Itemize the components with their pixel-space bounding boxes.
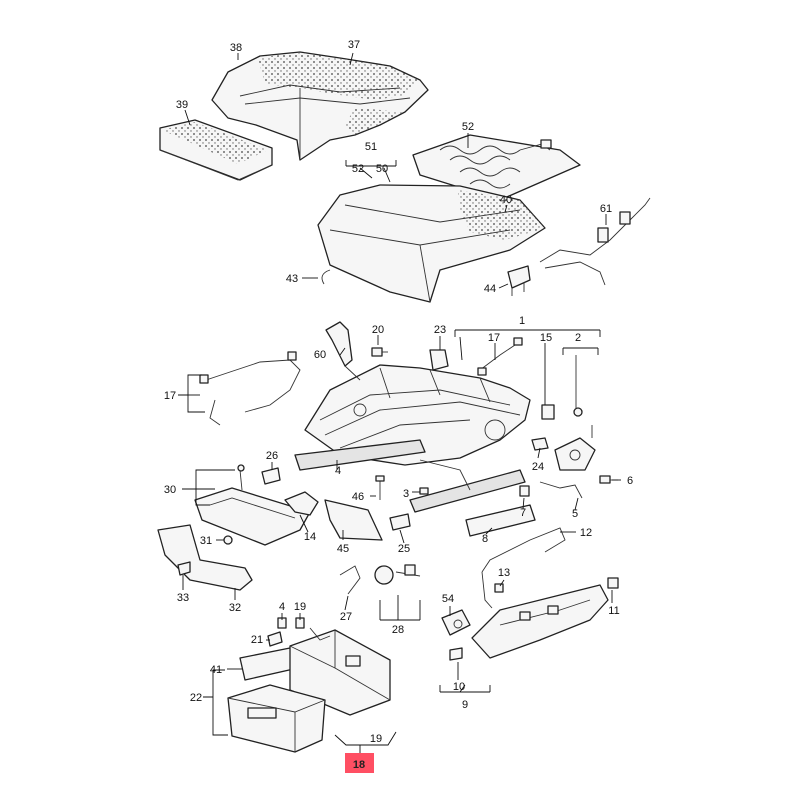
callout-52-mat: 52 — [462, 121, 474, 133]
callout-8: 8 — [482, 533, 488, 545]
callout-23: 23 — [434, 324, 446, 336]
callout-43: 43 — [286, 273, 298, 285]
callout-25: 25 — [398, 543, 410, 555]
part-5-lever — [539, 481, 583, 499]
callout-7: 7 — [520, 507, 526, 519]
callout-4-low: 4 — [279, 601, 285, 613]
part-61-wiring-harness — [539, 197, 651, 286]
callout-22: 22 — [190, 692, 202, 704]
part-45-cover — [324, 499, 383, 541]
callout-30: 30 — [164, 484, 176, 496]
callout-31: 31 — [200, 535, 212, 547]
callout-18: 18 — [353, 759, 365, 771]
part-38-37-cushion-cover — [211, 51, 429, 161]
part-24-mechanism — [531, 437, 596, 471]
callout-12: 12 — [580, 527, 592, 539]
part-39-cushion-insert — [159, 119, 273, 181]
callout-51: 51 — [365, 141, 377, 153]
part-12-handle — [481, 527, 566, 609]
part-23-clip — [429, 349, 449, 371]
callout-20: 20 — [372, 324, 384, 336]
part-27-bracket — [339, 565, 361, 595]
part-14-cover — [284, 491, 319, 516]
part-46-screw — [375, 475, 385, 500]
callout-17-top: 17 — [488, 332, 500, 344]
part-11-screw — [607, 577, 619, 589]
part-15-stop — [541, 404, 555, 420]
part-52-heating-mat — [412, 134, 581, 201]
part-32-trim — [157, 524, 253, 591]
part-44-bracket — [507, 265, 531, 296]
part-9-side-panel — [471, 584, 609, 659]
callout-54: 54 — [442, 593, 454, 605]
part-20-screw — [371, 347, 388, 357]
part-26-clip — [261, 467, 281, 485]
callout-41: 41 — [210, 664, 222, 676]
callout-14: 14 — [304, 531, 316, 543]
part-6-screw — [599, 475, 618, 484]
callout-4-mid: 4 — [335, 465, 341, 477]
part-54-motor — [441, 609, 471, 636]
callout-labels: 38 37 39 52 51 52 50 40 61 43 44 20 23 1… — [164, 39, 633, 745]
part-33-clip — [177, 561, 191, 576]
callout-28: 28 — [392, 624, 404, 636]
callout-11: 11 — [608, 605, 619, 617]
callout-61: 61 — [600, 203, 612, 215]
part-25-clip — [389, 513, 411, 531]
callout-26: 26 — [266, 450, 278, 462]
callout-10: 10 — [453, 681, 465, 693]
callout-45: 45 — [337, 543, 349, 555]
callout-24: 24 — [532, 461, 544, 473]
part-13-screw — [494, 583, 504, 593]
part-60-belt-buckle — [325, 321, 361, 381]
part-30-tray — [194, 464, 311, 546]
callout-39: 39 — [176, 99, 188, 111]
callout-15: 15 — [540, 332, 552, 344]
callout-33: 33 — [177, 592, 189, 604]
part-7-cap — [519, 485, 530, 497]
callout-19-top: 19 — [294, 601, 306, 613]
callout-19-bottom: 19 — [370, 733, 382, 745]
part-8-side-trim — [465, 504, 536, 537]
callout-13: 13 — [498, 567, 510, 579]
callout-3: 3 — [403, 488, 409, 500]
callout-21: 21 — [251, 634, 263, 646]
callout-50: 50 — [376, 163, 388, 175]
part-28-pump — [374, 564, 421, 585]
part-43-clip — [321, 269, 331, 285]
part-3-screw — [419, 487, 429, 495]
part-17-cables — [199, 337, 523, 426]
callout-52: 52 — [352, 163, 364, 175]
part-22-drawer — [227, 684, 326, 753]
callout-37: 37 — [348, 39, 360, 51]
callout-18-highlight[interactable]: 18 — [345, 753, 374, 773]
part-50-seat-cushion — [317, 184, 546, 303]
leader-lines — [178, 52, 621, 755]
callout-6: 6 — [627, 475, 633, 487]
part-41-pad — [239, 647, 299, 681]
callout-46: 46 — [352, 491, 364, 503]
callout-40: 40 — [500, 194, 512, 206]
callout-32: 32 — [229, 602, 241, 614]
part-10-clip — [449, 647, 463, 661]
callout-17-left: 17 — [164, 390, 176, 402]
callout-1: 1 — [519, 315, 525, 327]
callout-27: 27 — [340, 611, 352, 623]
part-31-clip — [223, 535, 233, 545]
part-2-pin — [573, 355, 593, 438]
part-21-clip — [267, 631, 283, 647]
callout-38: 38 — [230, 42, 242, 54]
callout-9: 9 — [462, 699, 468, 711]
part-1-seat-frame — [294, 364, 531, 513]
part-18-bracket — [289, 627, 391, 716]
callout-5: 5 — [572, 508, 578, 520]
callout-60: 60 — [314, 349, 326, 361]
callout-44: 44 — [484, 283, 496, 295]
callout-2: 2 — [575, 332, 581, 344]
highlight-box — [345, 753, 374, 773]
